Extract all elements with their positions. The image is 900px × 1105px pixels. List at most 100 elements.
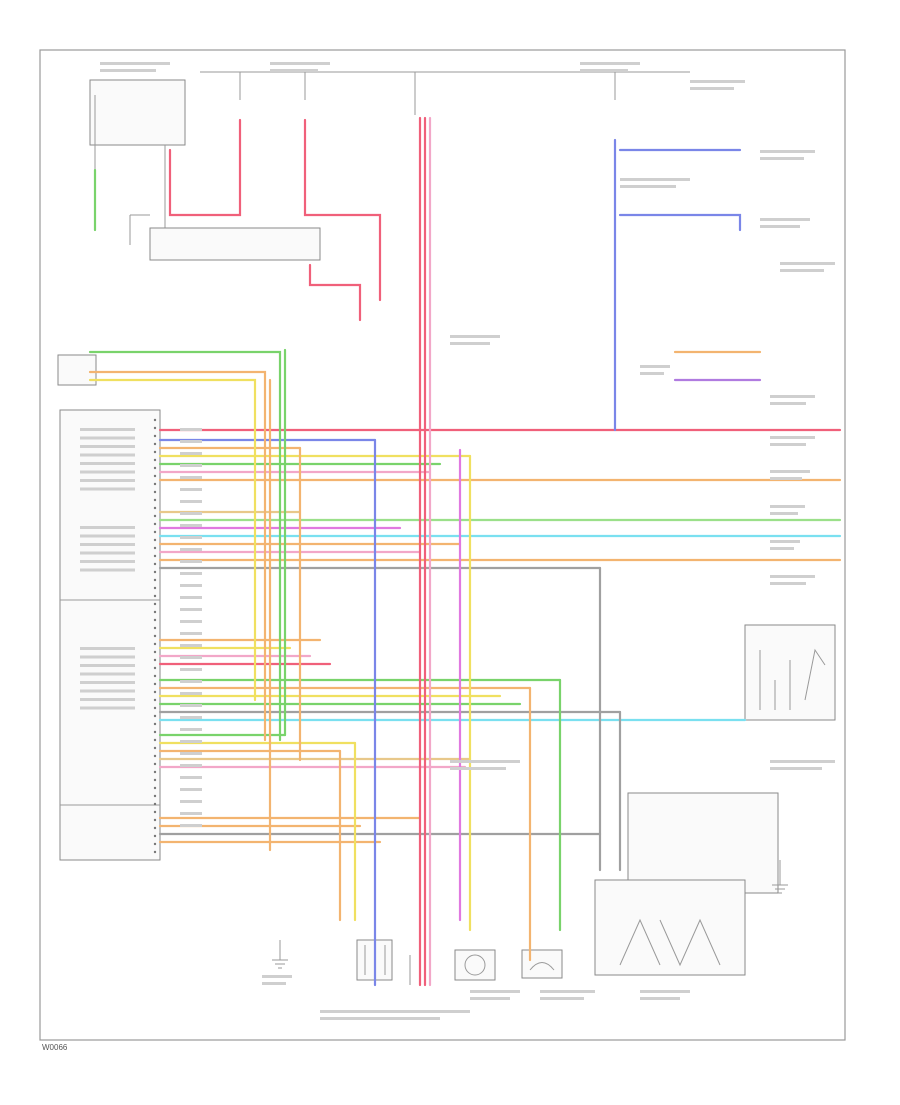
module-pin [153, 506, 157, 510]
label-mark [770, 575, 815, 578]
label-mark [80, 453, 135, 457]
label-mark [180, 800, 202, 803]
label-mark [640, 372, 664, 375]
label-mark [180, 764, 202, 767]
label-mark [450, 335, 500, 338]
label-mark [770, 443, 806, 446]
label-mark [770, 436, 815, 439]
wire-harness [88, 116, 842, 987]
label-mark [780, 269, 824, 272]
module-pin [153, 746, 157, 750]
label-mark [80, 681, 135, 684]
module-pin [153, 690, 157, 694]
module-pin [153, 538, 157, 542]
label-mark [80, 706, 135, 710]
wire-left-yellow-1 [88, 378, 257, 702]
module-pin [153, 802, 157, 806]
label-mark [770, 760, 835, 763]
module-pin [153, 610, 157, 614]
label-mark [80, 428, 135, 431]
label-mark [770, 582, 806, 585]
module-pin [153, 826, 157, 830]
module-pin [153, 650, 157, 654]
module-pin [153, 458, 157, 462]
label-mark [180, 680, 202, 683]
wire-left-orange-1 [88, 370, 267, 742]
label-mark [80, 689, 135, 693]
front-speed-sensor [454, 949, 496, 981]
label-mark [620, 178, 690, 181]
module-pin [153, 850, 157, 854]
module-pin [153, 522, 157, 526]
label-mark [180, 740, 202, 743]
module-pin [153, 834, 157, 838]
label-mark [80, 462, 135, 465]
label-mark [270, 62, 330, 65]
module-pin [153, 786, 157, 790]
label-mark [770, 512, 798, 515]
label-mark [180, 500, 202, 503]
instrument-cluster-box [89, 79, 186, 146]
label-mark [80, 698, 135, 701]
label-mark [180, 560, 202, 563]
wire-top-red-2 [303, 118, 382, 302]
transfer-case-control-module [59, 409, 161, 861]
label-mark [760, 150, 815, 153]
label-mark [640, 990, 690, 993]
label-mark [262, 982, 286, 985]
module-pin [153, 794, 157, 798]
module-pin [153, 498, 157, 502]
label-mark [180, 584, 202, 587]
module-pin [153, 530, 157, 534]
label-mark [270, 69, 318, 72]
label-mark [180, 692, 202, 695]
label-mark [180, 608, 202, 611]
module-pin [153, 730, 157, 734]
label-mark [180, 656, 202, 659]
wire-top-red-1 [168, 118, 242, 217]
label-mark [80, 479, 135, 482]
label-mark [770, 395, 815, 398]
shift-motor-upper-box [627, 792, 779, 894]
label-mark [620, 185, 676, 188]
wire-top-red-3 [308, 263, 362, 322]
label-mark [180, 668, 202, 671]
label-mark [780, 262, 835, 265]
module-pin [153, 714, 157, 718]
module-pin [153, 642, 157, 646]
module-pin [153, 634, 157, 638]
module-pin [153, 546, 157, 550]
label-mark [80, 526, 135, 529]
faint-label-marks [80, 62, 835, 1020]
module-pin [153, 514, 157, 518]
module-pin [153, 682, 157, 686]
label-mark [690, 87, 734, 90]
label-mark [180, 548, 202, 551]
label-mark [580, 62, 640, 65]
label-mark [180, 632, 202, 635]
label-mark [262, 975, 292, 978]
label-mark [80, 436, 135, 440]
label-mark [100, 69, 156, 72]
label-mark [80, 487, 135, 491]
label-mark [470, 997, 510, 1000]
module-pin [153, 698, 157, 702]
module-pin [153, 482, 157, 486]
label-mark [450, 760, 520, 763]
module-pin [153, 554, 157, 558]
module-pin [153, 666, 157, 670]
label-mark [640, 997, 680, 1000]
label-mark [320, 1010, 470, 1013]
module-pin [153, 426, 157, 430]
label-mark [770, 470, 810, 473]
module-pin [153, 594, 157, 598]
label-mark [180, 728, 202, 731]
label-mark [770, 505, 805, 508]
figure-code: W0066 [42, 1043, 68, 1052]
label-mark [770, 767, 822, 770]
rear-speed-sensor [521, 949, 563, 979]
module-pin [153, 706, 157, 710]
module-pin [153, 442, 157, 446]
label-mark [180, 464, 202, 467]
label-mark [180, 788, 202, 791]
